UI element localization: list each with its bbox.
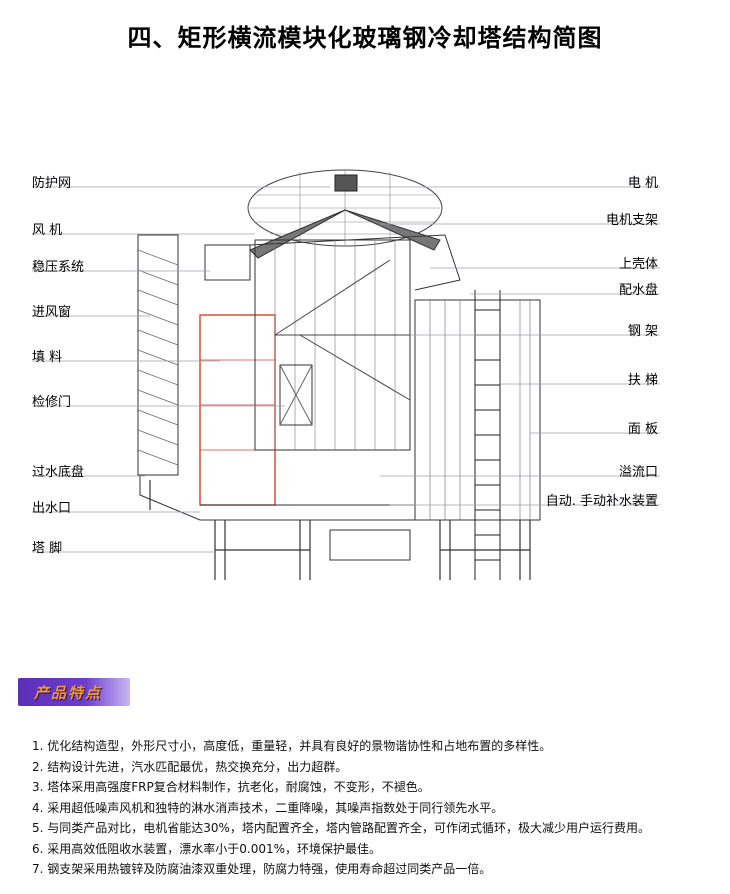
- label-access-door: 检修门: [32, 395, 72, 410]
- feature-item: 1. 优化结构造型，外形尺寸小，高度低，重量轻，并具有良好的景物谐协性和占地布置…: [32, 739, 552, 753]
- tower-legs: [149, 480, 531, 580]
- label-face-panel: 面 板: [627, 422, 658, 437]
- feature-list: 1. 优化结构造型，外形尺寸小，高度低，重量轻，并具有良好的景物谐协性和占地布置…: [32, 736, 722, 880]
- fan-blade: [249, 209, 346, 259]
- label-tower-foot: 塔 脚: [32, 541, 63, 556]
- ladder: [474, 290, 501, 580]
- face-panel: [414, 299, 541, 521]
- label-air-inlet: 进风窗: [32, 305, 72, 320]
- cooling-tower-diagram: [32, 169, 660, 580]
- feature-item: 4. 采用超低噪声风机和独特的淋水消声技术，二重降噪，其噪声指数处于同行领先水平…: [32, 800, 504, 815]
- label-overflow: 溢流口: [618, 465, 658, 480]
- feature-item: 2. 结构设计先进，汽水匹配最优，热交换充分，出力超群。: [32, 759, 348, 774]
- label-basin: 过水底盘: [32, 465, 85, 480]
- fan-blade: [344, 209, 441, 251]
- label-pressure-system: 稳压系统: [32, 260, 85, 275]
- label-motor: 电 机: [627, 176, 658, 191]
- feature-item: 7. 钢支架采用热镀锌及防腐油漆双重处理，防腐力特强，使用寿命超过同类产品一倍。: [32, 862, 492, 876]
- feature-item: 5. 与同类产品对比，电机省能达30%，塔内配置齐全，塔内管路配置齐全，可作闭式…: [32, 821, 650, 835]
- outlet-box: [329, 529, 411, 561]
- tower-casing: [254, 239, 411, 451]
- upper-shell: [204, 244, 251, 281]
- label-makeup-water: 自动. 手动补水装置: [545, 494, 658, 509]
- label-guard-net: 防护网: [32, 176, 72, 191]
- section-tag: 产品特点: [18, 678, 130, 706]
- feature-item: 6. 采用高效低阻收水装置，漂水率小于0.001%，环境保护最佳。: [32, 841, 382, 856]
- label-steel-frame: 钢 架: [627, 324, 658, 339]
- feature-item: 3. 塔体采用高强度FRP复合材料制作，抗老化，耐腐蚀，不变形，不褪色。: [32, 780, 430, 794]
- label-motor-bracket: 电机支架: [605, 213, 658, 228]
- label-upper-shell: 上壳体: [618, 257, 658, 272]
- label-fill: 填 料: [32, 350, 63, 365]
- air-inlet-louver: [137, 234, 179, 476]
- fill-media: [199, 314, 276, 506]
- page-title: 四、矩形横流模块化玻璃钢冷却塔结构简图: [127, 24, 603, 52]
- label-distribution-pan: 配水盘: [618, 283, 658, 298]
- label-outlet: 出水口: [32, 501, 72, 516]
- motor: [334, 174, 358, 192]
- label-ladder: 扶 梯: [627, 373, 658, 388]
- label-fan: 风 机: [32, 223, 63, 238]
- access-door: [279, 364, 313, 426]
- section-title: 产品特点: [34, 684, 103, 702]
- water-basin: [139, 475, 415, 521]
